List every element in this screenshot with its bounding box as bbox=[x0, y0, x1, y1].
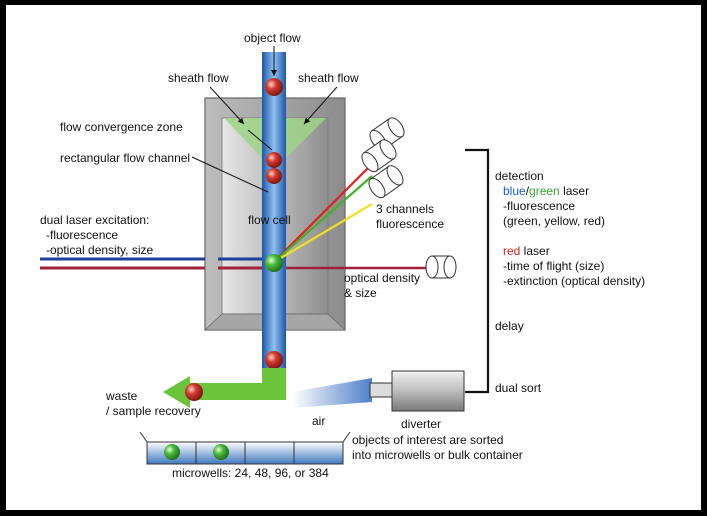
convergence-pointer bbox=[247, 129, 273, 151]
microwell-tray bbox=[139, 431, 351, 465]
optical-density-detector-icon bbox=[425, 255, 457, 279]
label-sheath-flow-left: sheath flow bbox=[168, 71, 229, 85]
waste-arrow-icon bbox=[163, 376, 190, 408]
air-jet bbox=[292, 378, 372, 408]
label-red-laser: red laser bbox=[503, 244, 550, 258]
channel-pointer bbox=[191, 156, 269, 193]
label-detection: detection bbox=[495, 169, 544, 183]
particle-icon bbox=[265, 351, 283, 369]
label-fluorescence: fluorescence bbox=[376, 217, 444, 231]
label-det-fluorescence: -fluorescence bbox=[503, 199, 575, 213]
sheath-right-pointer bbox=[303, 86, 338, 125]
red-fluorescence-ray bbox=[273, 163, 373, 263]
label-dual-laser-line2: -optical density, size bbox=[46, 243, 153, 257]
label-dual-laser-title: dual laser excitation: bbox=[40, 213, 149, 227]
label-microwells: microwells: 24, 48, 96, or 384 bbox=[172, 466, 329, 480]
label-and-size: & size bbox=[344, 286, 377, 300]
label-blue-green-laser: blue/green laser bbox=[503, 184, 589, 198]
flow-channel bbox=[262, 52, 286, 368]
label-air: air bbox=[312, 414, 325, 428]
detector-cylinder-icon bbox=[361, 117, 405, 199]
label-object-flow: object flow bbox=[244, 31, 301, 45]
label-three-channels: 3 channels bbox=[376, 202, 434, 216]
label-extinction: -extinction (optical density) bbox=[503, 274, 645, 288]
sheath-cone-left bbox=[224, 118, 262, 158]
yellow-fluorescence-ray bbox=[273, 203, 373, 263]
label-rectangular-flow-channel: rectangular flow channel bbox=[60, 151, 190, 165]
label-sample-recovery: / sample recovery bbox=[106, 404, 201, 418]
label-time-of-flight: -time of flight (size) bbox=[503, 259, 604, 273]
label-sorted-line1: objects of interest are sorted bbox=[352, 433, 503, 447]
label-flow-convergence-zone: flow convergence zone bbox=[60, 120, 183, 134]
particle-icon bbox=[265, 78, 283, 96]
detection-bracket bbox=[465, 148, 490, 394]
sheath-cone-right bbox=[286, 118, 326, 158]
sheath-left-pointer bbox=[209, 86, 245, 125]
particle-icon bbox=[266, 168, 282, 184]
label-dual-laser-line1: -fluorescence bbox=[46, 228, 118, 242]
waste-flow bbox=[190, 368, 286, 400]
particle-icon bbox=[164, 444, 180, 460]
particle-icon bbox=[266, 152, 282, 168]
label-diverter: diverter bbox=[401, 417, 441, 431]
label-det-colors: (green, yellow, red) bbox=[503, 214, 605, 228]
label-sheath-flow-right: sheath flow bbox=[298, 71, 359, 85]
label-sorted-line2: into microwells or bulk container bbox=[352, 448, 523, 462]
green-fluorescence-ray bbox=[273, 175, 373, 263]
label-delay: delay bbox=[495, 319, 524, 333]
label-waste: waste bbox=[105, 389, 138, 403]
particle-icon bbox=[213, 444, 229, 460]
label-flow-cell: flow cell bbox=[248, 213, 291, 227]
particle-icon bbox=[265, 254, 283, 272]
label-dual-sort: dual sort bbox=[495, 381, 542, 395]
particle-icon bbox=[185, 383, 203, 401]
diverter-nozzle-icon bbox=[369, 370, 465, 412]
label-optical-density: optical density bbox=[344, 271, 420, 285]
